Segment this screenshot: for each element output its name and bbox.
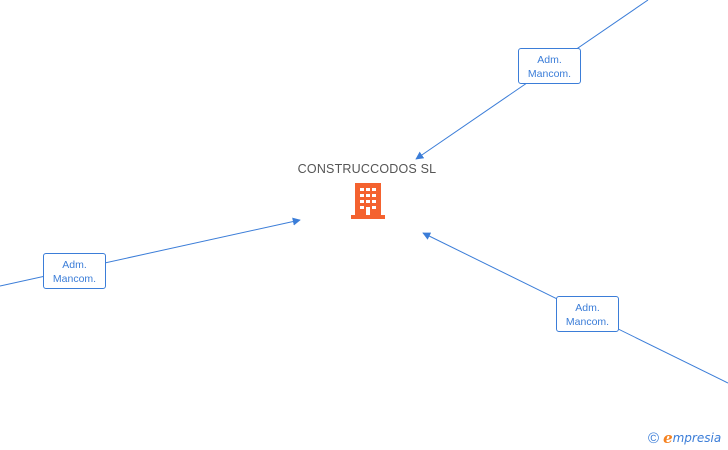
brand-logo-text: mpresia [672, 431, 722, 445]
relation-label-line1: Adm. [62, 259, 87, 271]
relation-label-top-right[interactable]: Adm. Mancom. [518, 48, 581, 84]
relation-label-line2: Mancom. [52, 273, 97, 285]
relation-label-line2: Mancom. [527, 68, 572, 80]
company-name[interactable]: CONSTRUCCODOS SL [297, 162, 437, 176]
relation-label-line1: Adm. [575, 302, 600, 314]
relation-label-left[interactable]: Adm. Mancom. [43, 253, 106, 289]
brand-watermark: © e mpresia [648, 428, 721, 448]
brand-logo-letter: e [663, 429, 673, 447]
building-icon[interactable] [351, 183, 385, 219]
copyright-icon: © [648, 429, 660, 447]
relation-label-line1: Adm. [537, 54, 562, 66]
relation-label-line2: Mancom. [565, 316, 610, 328]
relation-label-bottom-right[interactable]: Adm. Mancom. [556, 296, 619, 332]
